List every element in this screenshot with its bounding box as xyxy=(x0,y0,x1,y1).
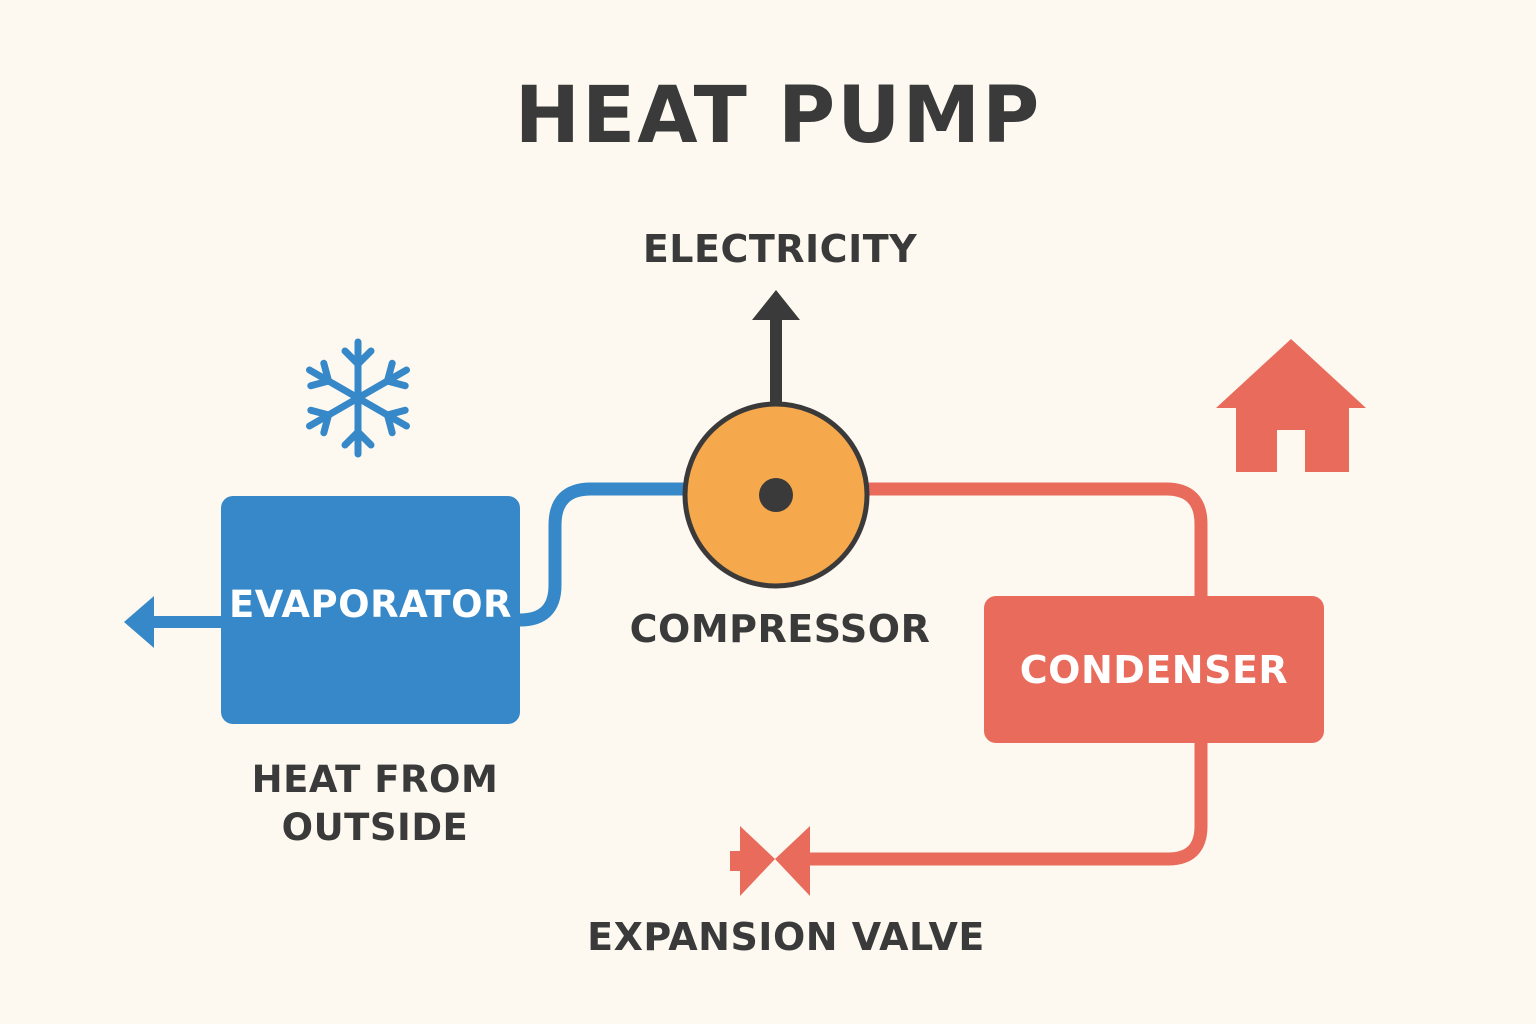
arrow-up-icon xyxy=(752,290,800,405)
heat-from-outside-line2: OUTSIDE xyxy=(281,806,469,849)
expansion-valve-label: EXPANSION VALVE xyxy=(587,915,985,959)
diagram-title: HEAT PUMP xyxy=(514,71,1042,161)
evaporator-box: EVAPORATOR xyxy=(221,496,520,724)
cold-pipe xyxy=(513,482,697,627)
heat-out-arrow xyxy=(124,596,222,648)
heat-from-outside-label: HEAT FROM OUTSIDE xyxy=(225,756,525,852)
valve-icon xyxy=(730,826,810,896)
compressor-label: COMPRESSOR xyxy=(629,607,931,651)
house-icon xyxy=(1216,339,1366,472)
electricity-label: ELECTRICITY xyxy=(642,227,918,271)
return-pipe xyxy=(793,735,1208,866)
condenser-box: CONDENSER xyxy=(984,596,1324,743)
compressor-icon xyxy=(682,401,870,589)
heat-from-outside-line1: HEAT FROM xyxy=(251,758,499,801)
condenser-label: CONDENSER xyxy=(1019,647,1289,692)
snowflake-icon xyxy=(306,338,410,458)
evaporator-label: EVAPORATOR xyxy=(228,582,513,626)
hot-pipe xyxy=(861,482,1208,605)
